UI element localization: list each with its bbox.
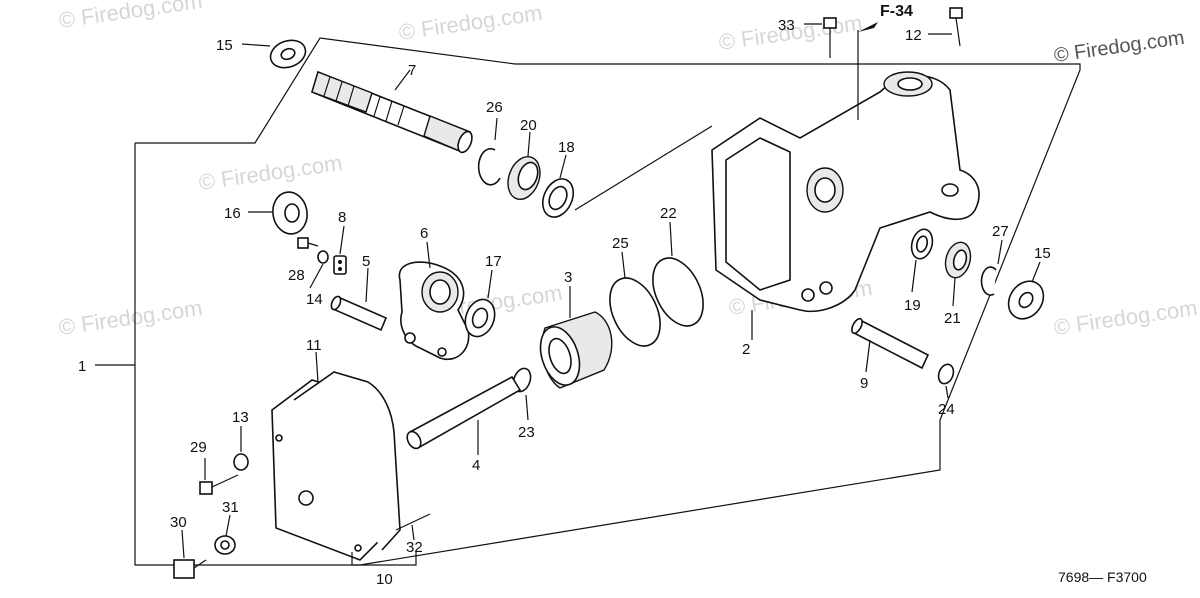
bearing-part-20: [507, 131, 541, 201]
callout-5: 5: [362, 253, 370, 270]
callout-19: 19: [904, 297, 921, 314]
callout-6: 6: [420, 225, 428, 242]
clip-part-8: [333, 225, 347, 275]
housing-part-2: [711, 71, 980, 340]
callout-20: 20: [520, 117, 537, 134]
callout-12: 12: [905, 27, 922, 44]
piston-part-3: [539, 286, 613, 389]
arrow-icon: [858, 22, 878, 32]
bearing-part-21: [944, 241, 972, 307]
washer-part-19: [910, 228, 934, 293]
ring-part-24: [937, 363, 955, 399]
callout-15-right: 15: [1034, 245, 1051, 262]
callout-24: 24: [938, 401, 955, 418]
callout-15-top: 15: [216, 37, 233, 54]
callout-3: 3: [564, 269, 572, 286]
callout-18: 18: [558, 139, 575, 156]
watermark: © Firedog.com: [57, 0, 204, 33]
gasket-part-11: [293, 351, 401, 551]
snap-ring-part-26: [477, 147, 501, 186]
arm-part-6: [398, 241, 470, 361]
leader-14: [309, 263, 324, 289]
pin-part-9: [851, 317, 930, 373]
callout-21: 21: [944, 310, 961, 327]
callout-7: 7: [408, 62, 416, 79]
callout-29: 29: [190, 439, 207, 456]
callout-27: 27: [992, 223, 1009, 240]
callout-labels: 1 2 3 4 5 6 7 8 9 10 11 12 13 14 15 15 1…: [78, 17, 1051, 588]
callout-33: 33: [778, 17, 795, 34]
callout-26: 26: [486, 99, 503, 116]
callout-13: 13: [232, 409, 249, 426]
washer-part-17: [464, 269, 496, 338]
assembly-outline: [134, 37, 1081, 566]
drawing-code: 7698— F3700: [1058, 569, 1147, 585]
callout-14: 14: [306, 291, 323, 308]
axis-line: [574, 125, 713, 211]
callout-10: 10: [376, 571, 393, 588]
callout-8: 8: [338, 209, 346, 226]
bracket-10: [351, 552, 417, 566]
callout-17: 17: [485, 253, 502, 270]
callout-28: 28: [288, 267, 305, 284]
washer-part-15-top: [241, 39, 307, 69]
rod-part-4: [406, 375, 522, 455]
callout-2: 2: [742, 341, 750, 358]
snap-ring-part-27: [980, 239, 1003, 296]
ring-part-25: [609, 251, 661, 347]
callout-9: 9: [860, 375, 868, 392]
callout-31: 31: [222, 499, 239, 516]
watermark: © Firedog.com: [397, 0, 544, 45]
shaft-part-7: [311, 69, 473, 154]
bolt-part-33: [804, 17, 837, 58]
callout-30: 30: [170, 514, 187, 531]
watermark: © Firedog.com: [1052, 295, 1199, 340]
reference-f34: F-34: [880, 3, 913, 20]
callout-4: 4: [472, 457, 480, 474]
callout-32: 32: [406, 539, 423, 556]
washer-part-14: [317, 250, 329, 264]
callout-23: 23: [518, 424, 535, 441]
watermark: © Firedog.com: [57, 295, 204, 340]
bolt-part-30: [173, 529, 207, 579]
bolt-part-29: [199, 458, 239, 495]
pin-part-32: [395, 513, 431, 541]
washer-part-13: [233, 426, 249, 471]
callout-11: 11: [306, 337, 322, 354]
callout-22: 22: [660, 205, 677, 222]
bolt-part-12: [928, 7, 963, 47]
watermark: © Firedog.com: [197, 150, 344, 195]
ring-part-22: [652, 221, 704, 327]
washer-part-16: [248, 191, 308, 235]
pin-part-5: [330, 267, 388, 332]
callout-25: 25: [612, 235, 629, 252]
bolt-part-28: [297, 237, 319, 249]
washer-part-18: [541, 154, 575, 218]
watermark: © Firedog.com: [1053, 27, 1186, 67]
callout-16: 16: [224, 205, 241, 222]
washer-part-31: [214, 514, 236, 555]
washer-part-15-right: [1007, 261, 1045, 320]
callout-1: 1: [78, 358, 86, 375]
